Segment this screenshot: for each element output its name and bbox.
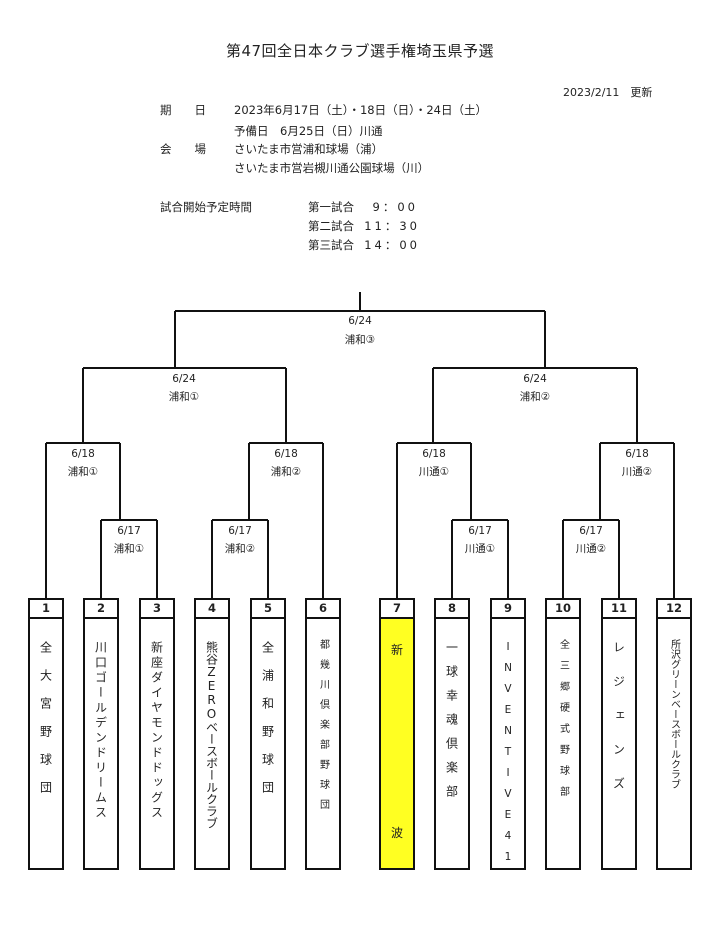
team-name-cell: INVENTIVE41 <box>492 619 524 872</box>
team-name-cell: 新座ダイヤモンドドッグス <box>141 619 173 868</box>
r1a-date: 6/17 <box>117 525 141 537</box>
team-box-8: 8 一球幸魂倶楽部 <box>434 598 470 870</box>
team-name: 熊谷ZEROベースボールクラブ <box>204 641 219 829</box>
team-number: 11 <box>603 600 635 619</box>
venue-2: さいたま市営岩槻川通公園球場（川） <box>234 161 430 175</box>
team-number: 5 <box>252 600 284 619</box>
reserve-day: 予備日 6月25日（日）川通 <box>234 124 383 138</box>
team-number: 9 <box>492 600 524 619</box>
time-value-1: 9：00 <box>372 200 418 214</box>
team-box-3: 3 新座ダイヤモンドドッグス <box>139 598 175 870</box>
team-name-cell: 川口ゴールデンドリームス <box>85 619 117 868</box>
team-name-cell: 都幾川倶楽部野球団 <box>307 619 339 868</box>
r1d-date: 6/17 <box>579 525 603 537</box>
updated-date: 2023/2/11 更新 <box>563 86 653 99</box>
qf4-venue: 川通② <box>621 466 653 478</box>
start-time-label: 試合開始予定時間 <box>160 200 252 214</box>
team-name: 新 波 <box>381 619 413 841</box>
team-name: 一球幸魂倶楽部 <box>444 641 459 809</box>
team-number: 12 <box>658 600 690 619</box>
qf2-venue: 浦和② <box>270 466 302 478</box>
team-name-cell: 新 波 <box>381 619 413 868</box>
semi-left-venue: 浦和① <box>168 391 200 403</box>
team-name-char-top: 新 <box>390 643 403 657</box>
team-box-10: 10 全三郷硬式野球部 <box>545 598 581 870</box>
r1c-date: 6/17 <box>468 525 492 537</box>
time-value-3: 14：00 <box>364 238 420 252</box>
time-name-3: 第三試合 <box>308 238 354 252</box>
team-box-12: 12 所沢グリーンベースボールクラブ <box>656 598 692 870</box>
team-number: 4 <box>196 600 228 619</box>
team-number: 2 <box>85 600 117 619</box>
team-number: 1 <box>30 600 62 619</box>
r1a-venue: 浦和① <box>113 543 145 555</box>
team-name-cell: 全浦和野球団 <box>252 619 284 868</box>
team-name: レジェンズ <box>611 641 626 811</box>
final-venue: 浦和③ <box>344 334 376 346</box>
team-name-cell: 熊谷ZEROベースボールクラブ <box>196 619 228 868</box>
semi-right-date: 6/24 <box>523 373 547 385</box>
time-name-1: 第一試合 <box>308 200 354 214</box>
team-name-cell: 全三郷硬式野球部 <box>547 619 579 868</box>
team-name: 全大宮野球団 <box>38 641 53 809</box>
team-box-7: 7 新 波 <box>379 598 415 870</box>
qf2-date: 6/18 <box>274 448 298 460</box>
r1b-date: 6/17 <box>228 525 252 537</box>
team-name: 全浦和野球団 <box>260 641 275 809</box>
r1c-venue: 川通① <box>464 543 496 555</box>
team-number: 10 <box>547 600 579 619</box>
team-box-5: 5 全浦和野球団 <box>250 598 286 870</box>
venue-label: 会 場 <box>160 142 206 156</box>
team-name-char-bottom: 波 <box>390 826 403 840</box>
team-name-cell: 一球幸魂倶楽部 <box>436 619 468 868</box>
team-name: 川口ゴールデンドリームス <box>93 641 108 821</box>
team-name: INVENTIVE41 <box>502 641 514 872</box>
qf3-venue: 川通① <box>418 466 450 478</box>
qf3-date: 6/18 <box>422 448 446 460</box>
team-box-9: 9 INVENTIVE41 <box>490 598 526 872</box>
page-title: 第47回全日本クラブ選手権埼玉県予選 <box>225 42 495 60</box>
team-name-cell: 所沢グリーンベースボールクラブ <box>658 619 690 868</box>
final-date: 6/24 <box>348 315 372 327</box>
team-name: 都幾川倶楽部野球団 <box>317 639 329 819</box>
r1b-venue: 浦和② <box>224 543 256 555</box>
team-box-11: 11 レジェンズ <box>601 598 637 870</box>
team-number: 8 <box>436 600 468 619</box>
team-box-4: 4 熊谷ZEROベースボールクラブ <box>194 598 230 870</box>
team-box-6: 6 都幾川倶楽部野球団 <box>305 598 341 870</box>
period-label: 期 日 <box>160 103 206 117</box>
team-name-cell: 全大宮野球団 <box>30 619 62 868</box>
semi-right-venue: 浦和② <box>519 391 551 403</box>
team-name: 所沢グリーンベースボールクラブ <box>668 639 680 789</box>
qf4-date: 6/18 <box>625 448 649 460</box>
time-name-2: 第二試合 <box>308 219 354 233</box>
qf1-date: 6/18 <box>71 448 95 460</box>
team-name-cell: レジェンズ <box>603 619 635 868</box>
r1d-venue: 川通② <box>575 543 607 555</box>
team-box-2: 2 川口ゴールデンドリームス <box>83 598 119 870</box>
period-value: 2023年6月17日（土）・18日（日）・24日（土） <box>234 103 487 117</box>
team-number: 6 <box>307 600 339 619</box>
team-name: 新座ダイヤモンドドッグス <box>149 641 164 821</box>
time-value-2: 11：30 <box>364 219 420 233</box>
qf1-venue: 浦和① <box>67 466 99 478</box>
venue-1: さいたま市営浦和球場（浦） <box>234 142 384 156</box>
semi-left-date: 6/24 <box>172 373 196 385</box>
team-number: 7 <box>381 600 413 619</box>
team-number: 3 <box>141 600 173 619</box>
team-box-1: 1 全大宮野球団 <box>28 598 64 870</box>
team-name: 全三郷硬式野球部 <box>557 639 569 807</box>
